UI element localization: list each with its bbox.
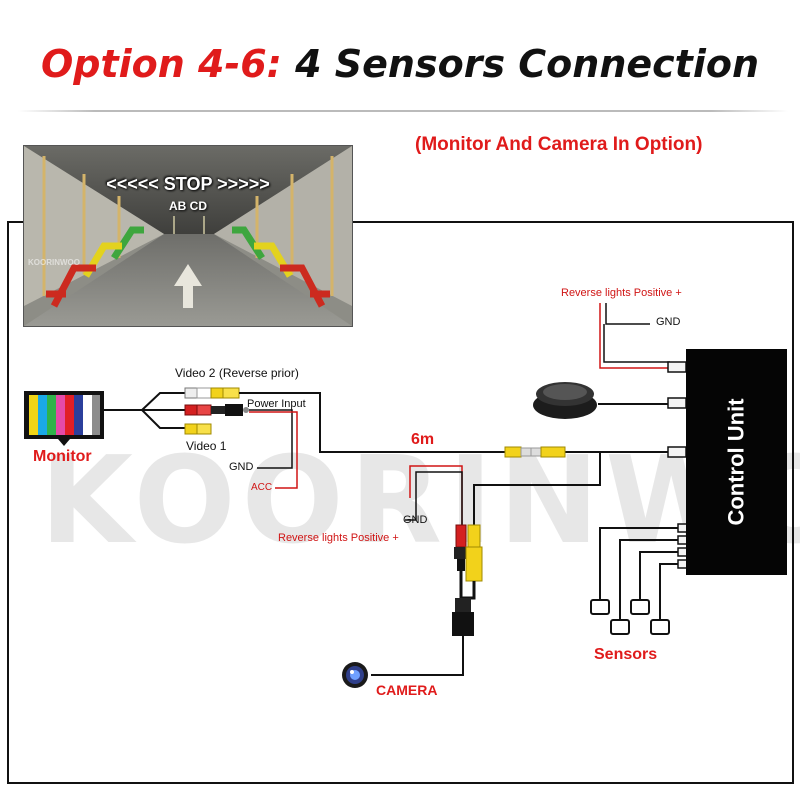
control-unit-text: Control Unit — [723, 398, 749, 526]
gnd-wire-monitor — [249, 409, 293, 469]
gnd-monitor-label: GND — [229, 461, 254, 473]
unit-input-plugs — [667, 361, 689, 569]
camera-plug — [452, 598, 474, 636]
buzzer-icon — [533, 382, 597, 419]
reverse-unit-label: Reverse lights Positive + — [561, 287, 682, 299]
gnd-camera-label: GND — [403, 514, 428, 526]
reverse-camera-label: Reverse lights Positive + — [278, 532, 399, 544]
sensor-wires — [599, 527, 678, 620]
power-input-connector — [184, 404, 249, 416]
video1-label: Video 1 — [186, 439, 227, 453]
sensor-icon — [590, 599, 670, 635]
camera-cable — [371, 636, 464, 676]
monitor-icon — [24, 391, 104, 446]
unit-positive-wire — [599, 303, 670, 369]
video2-wire — [239, 392, 505, 453]
screen-watermark: KOORINWOO — [28, 258, 80, 267]
title-divider — [18, 110, 788, 112]
sensors-label: Sensors — [594, 646, 658, 663]
stop-overlay-text: <<<<< STOP >>>>> — [106, 174, 270, 194]
rear-view-screen: <<<<< STOP >>>>> AB CD KOORINWOO — [23, 145, 353, 327]
video2-label: Video 2 (Reverse prior) — [175, 366, 299, 380]
acc-wire — [249, 411, 298, 489]
gnd-unit-label: GND — [656, 316, 681, 328]
camera-icon — [342, 662, 368, 688]
title-option: Option 4-6: — [40, 42, 282, 86]
unit-gnd-wire — [603, 324, 670, 363]
page-title: Option 4-6: 4 Sensors Connection — [0, 42, 800, 86]
control-unit — [686, 349, 787, 575]
rca-video1-connector — [184, 423, 212, 435]
diagram-frame — [7, 221, 794, 784]
inline-rca-connector — [504, 446, 566, 458]
camera-label: CAMERA — [376, 682, 438, 698]
option-note: (Monitor And Camera In Option) — [415, 134, 703, 155]
title-text: 4 Sensors Connection — [295, 42, 760, 86]
distance-indicator-text: AB CD — [169, 199, 207, 213]
power-input-label: Power Input — [247, 398, 306, 410]
camera-video-wire — [473, 452, 601, 525]
control-unit-label: Control Unit — [686, 349, 787, 575]
camera-rca-pair — [454, 524, 483, 600]
monitor-label: Monitor — [33, 448, 92, 465]
rca-video2-connector — [184, 387, 240, 399]
acc-label: ACC — [251, 482, 273, 493]
cable-length-label: 6m — [411, 431, 435, 448]
